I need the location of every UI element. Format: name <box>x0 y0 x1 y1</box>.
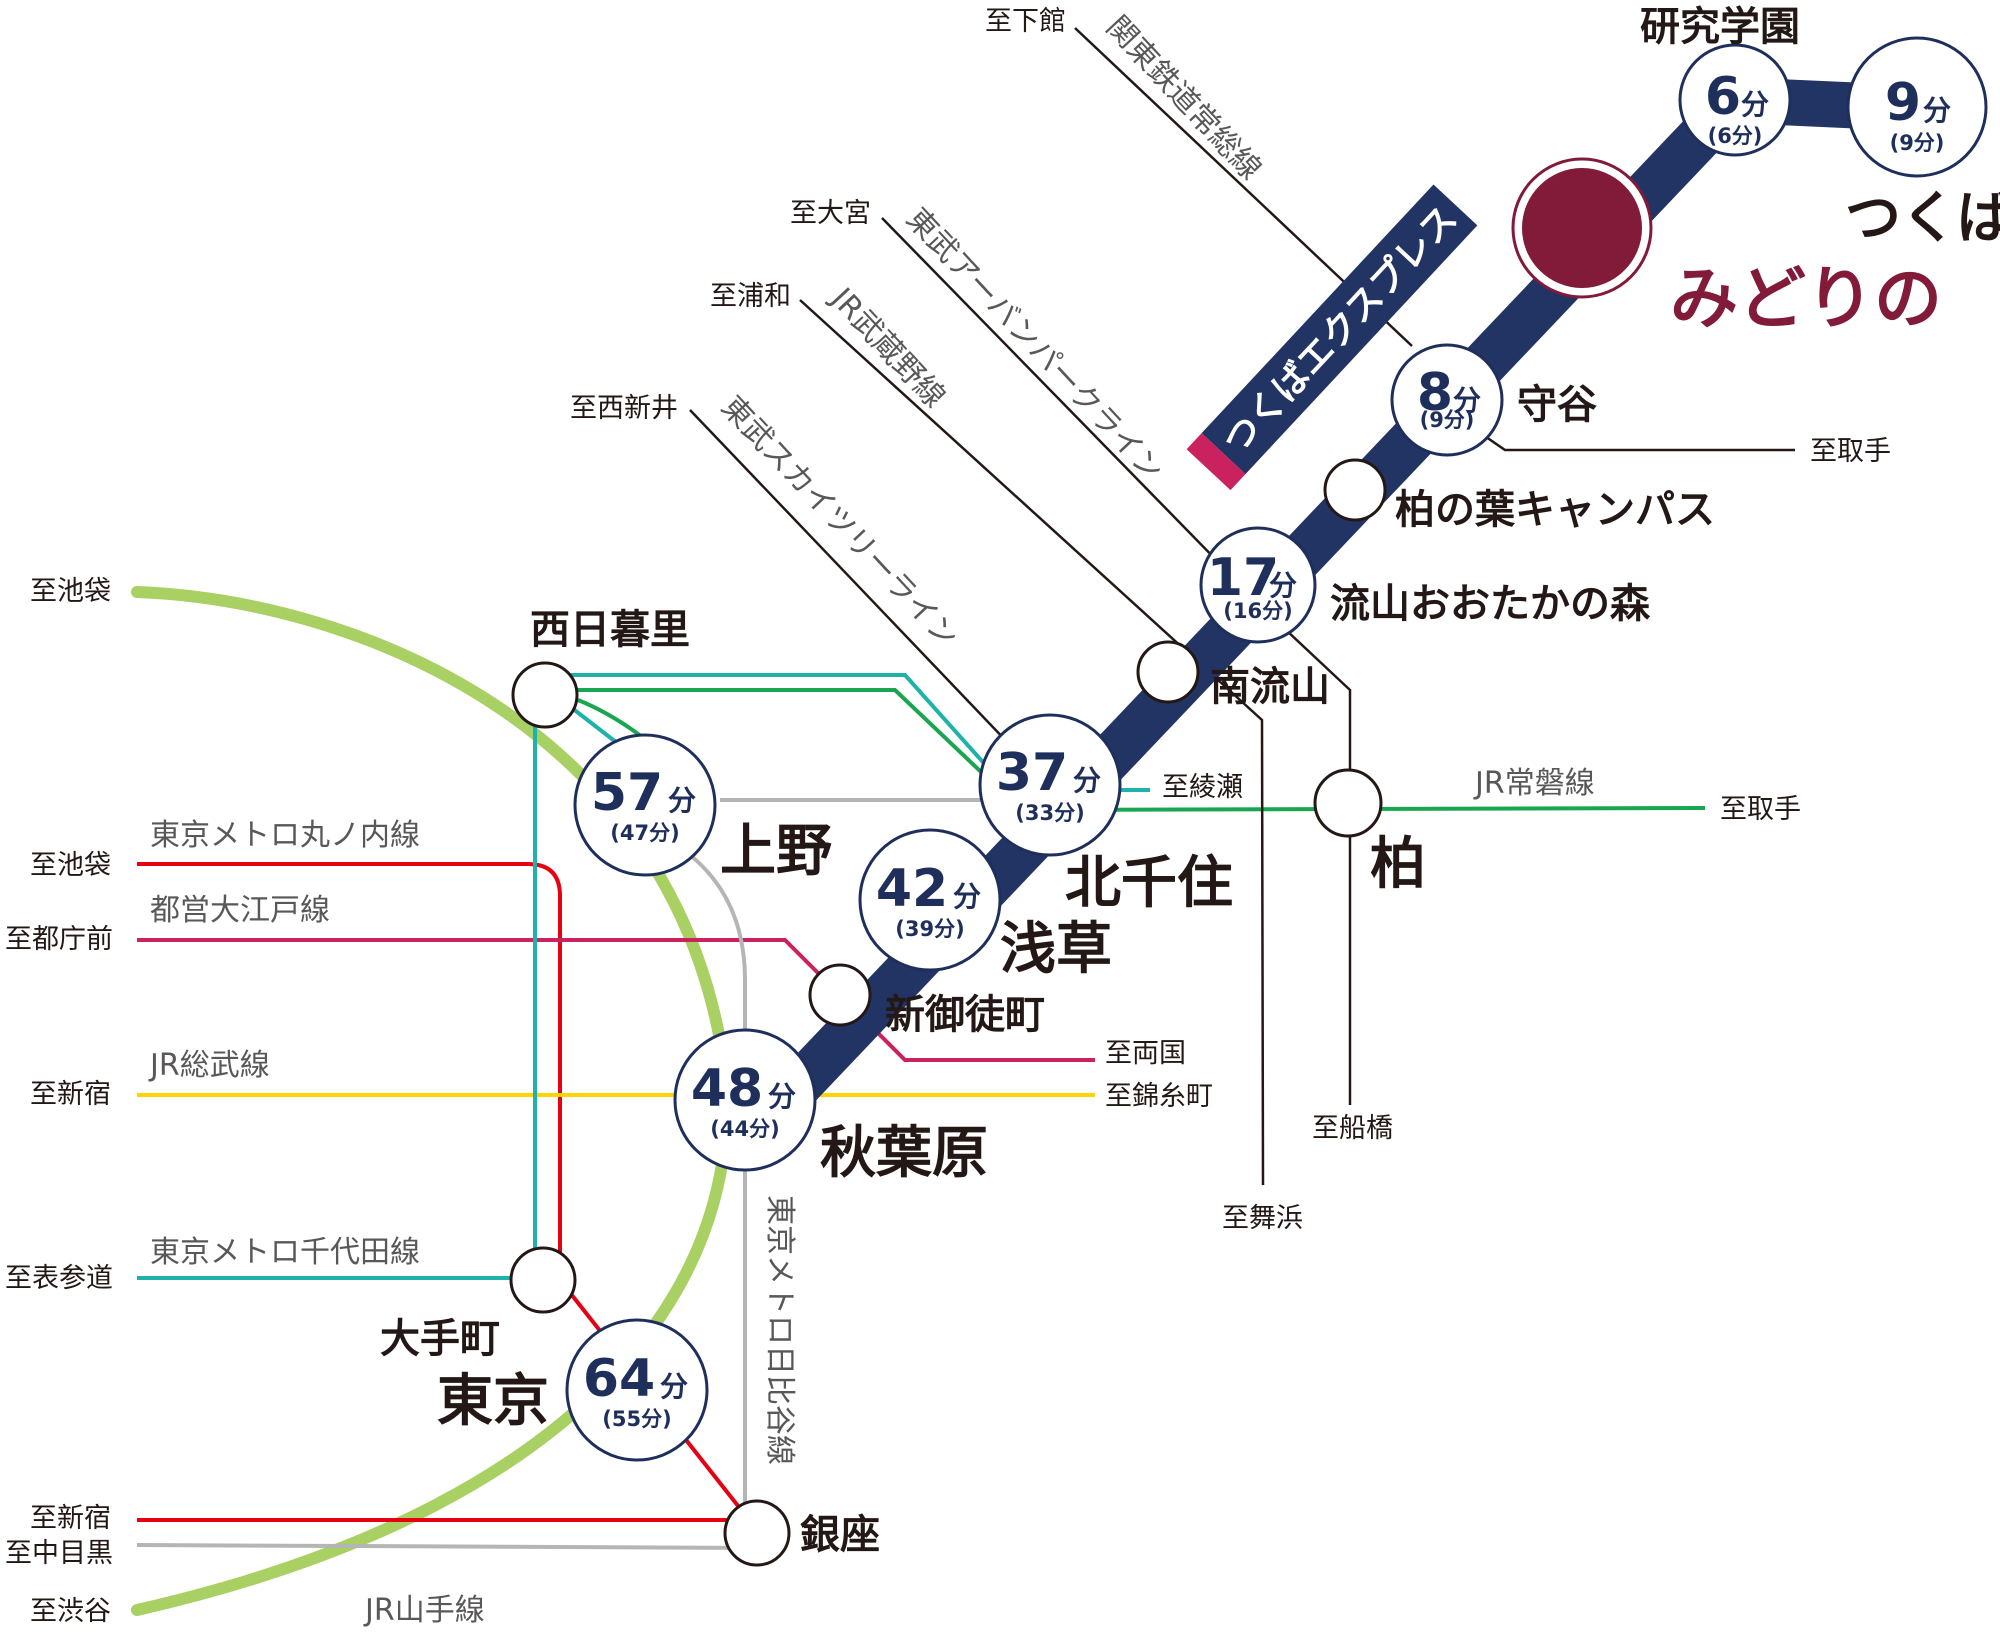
line-name-tobu-skytree: 東武スカイツリーライン <box>714 390 965 655</box>
station-name-ueno: 上野 <box>720 819 832 884</box>
time-main: 48 <box>691 1059 763 1119</box>
time-unit: 分 <box>660 1370 688 1403</box>
station-minami-nagareyama[interactable] <box>1136 640 1200 704</box>
station-name-nagareyama-otakanomori: 流山おおたかの森 <box>1330 581 1651 627</box>
time-sub: (39分) <box>895 917 964 941</box>
time-station-akihabara[interactable]: 48 分 (44分) <box>673 1028 817 1172</box>
direction-labels: 至下館 至大宮 至浦和 至西新井 至取手 至取手 至綾瀬 至船橋 至舞浜 至両国… <box>5 6 1891 1627</box>
marunouchi-line[interactable] <box>137 862 759 1532</box>
time-unit: 分 <box>1741 88 1769 121</box>
time-main: 8 <box>1417 363 1453 423</box>
time-main: 17 <box>1207 548 1279 608</box>
time-sub: (47分) <box>610 821 679 845</box>
midorino-station[interactable]: みどりの <box>1511 157 1942 339</box>
time-sub: (9分) <box>1420 408 1475 432</box>
time-sub: (44分) <box>710 1117 779 1141</box>
time-main: 6 <box>1705 67 1741 127</box>
station-otemachi[interactable] <box>509 1246 577 1314</box>
time-main: 37 <box>996 743 1068 803</box>
time-station-kenkyugakuen[interactable]: 6 分 (6分) <box>1678 43 1792 157</box>
line-name-jr-joban: JR常磐線 <box>1473 766 1595 801</box>
direction-ikebukuro-2: 至池袋 <box>30 850 111 881</box>
station-name-otemachi: 大手町 <box>380 1316 500 1362</box>
time-main: 57 <box>591 763 663 823</box>
time-main: 42 <box>876 859 948 919</box>
station-nishinippori[interactable] <box>511 661 579 729</box>
line-name-chiyoda: 東京メトロ千代田線 <box>150 1235 420 1270</box>
time-main: 64 <box>583 1349 655 1409</box>
time-station-tokyo[interactable]: 64 分 (55分) <box>565 1318 709 1462</box>
direction-ikebukuro-1: 至池袋 <box>30 576 111 607</box>
station-name-ginza: 銀座 <box>800 1512 880 1558</box>
direction-ryogoku: 至両国 <box>1105 1038 1186 1069</box>
direction-omotesando: 至表参道 <box>5 1263 113 1294</box>
time-station-asakusa[interactable]: 42 分 (39分) <box>858 828 1002 972</box>
station-name-nishinippori: 西日暮里 <box>530 607 690 653</box>
station-name-tsukuba: つくば <box>1845 186 2000 251</box>
time-station-moriya[interactable]: 8 分 (9分) <box>1390 343 1504 457</box>
direction-toride-1: 至取手 <box>1810 436 1891 467</box>
line-name-tobu-urban-park: 東武アーバンパークライン <box>899 202 1170 489</box>
time-unit: 分 <box>953 880 981 913</box>
direction-omiya: 至大宮 <box>790 198 871 229</box>
time-sub: (6分) <box>1708 124 1763 148</box>
line-paths <box>131 27 1795 1616</box>
direction-kinshicho: 至錦糸町 <box>1105 1081 1213 1112</box>
time-station-nagareyama[interactable]: 17 分 (16分) <box>1199 526 1317 644</box>
line-name-jr-sobu: JR総武線 <box>148 1048 270 1083</box>
tobu-skytree-line[interactable] <box>689 409 1011 746</box>
direction-funabashi: 至船橋 <box>1312 1113 1393 1144</box>
station-name-kitasenju: 北千住 <box>1065 851 1233 916</box>
station-name-moriya: 守谷 <box>1517 382 1597 428</box>
line-name-yamanote: JR山手線 <box>363 1593 485 1628</box>
line-name-oedo: 都営大江戸線 <box>150 893 330 928</box>
time-unit: 分 <box>668 784 696 817</box>
time-station-tsukuba[interactable]: 9 分 (9分) <box>1846 36 1988 178</box>
station-shinokachimachi[interactable] <box>808 963 872 1027</box>
station-name-kenkyugakuen: 研究学園 <box>1640 4 1800 50</box>
time-sub: (16分) <box>1223 599 1292 623</box>
time-unit: 分 <box>1269 569 1297 602</box>
station-name-akihabara: 秋葉原 <box>820 1121 988 1186</box>
direction-urawa: 至浦和 <box>710 281 791 312</box>
station-ginza[interactable] <box>723 1499 791 1567</box>
direction-maihama: 至舞浜 <box>1222 1203 1303 1234</box>
time-unit: 分 <box>1453 384 1481 417</box>
station-name-kashiwanoha: 柏の葉キャンパス <box>1395 487 1715 533</box>
line-name-kanto-tetsudo: 関東鉄道常総線 <box>1099 10 1268 187</box>
station-kashiwa[interactable] <box>1313 768 1383 838</box>
station-kashiwanoha[interactable] <box>1323 458 1387 522</box>
station-labels: 研究学園 つくば 守谷 柏の葉キャンパス 流山おおたかの森 南流山 北千住 柏 … <box>380 4 2000 1558</box>
direction-shinjuku-2: 至新宿 <box>30 1503 111 1534</box>
station-name-tokyo: 東京 <box>437 1369 549 1434</box>
station-name-minami-nagareyama: 南流山 <box>1210 664 1330 710</box>
jr-musashino-line[interactable] <box>799 299 1265 1186</box>
direction-shimodate: 至下館 <box>985 6 1066 37</box>
line-name-marunouchi: 東京メトロ丸ノ内線 <box>150 818 420 853</box>
tobu-urban-park-line[interactable] <box>881 217 1352 1105</box>
time-sub: (9分) <box>1890 131 1945 155</box>
station-name-kashiwa: 柏 <box>1370 832 1426 897</box>
direction-ayase: 至綾瀬 <box>1162 772 1243 803</box>
direction-tochomae: 至都庁前 <box>5 924 113 955</box>
station-name-asakusa: 浅草 <box>1000 917 1112 982</box>
time-sub: (33分) <box>1015 801 1084 825</box>
direction-nakameguro: 至中目黒 <box>5 1538 113 1569</box>
time-unit: 分 <box>1073 764 1101 797</box>
direction-toride-2: 至取手 <box>1720 794 1801 825</box>
time-station-ueno[interactable]: 57 分 (47分) <box>573 733 717 877</box>
time-sub: (55分) <box>602 1407 671 1431</box>
time-unit: 分 <box>1923 94 1951 127</box>
station-name-shinokachimachi: 新御徒町 <box>885 992 1045 1038</box>
time-station-kitasenju[interactable]: 37 分 (33分) <box>978 713 1122 857</box>
line-name-jr-musashino: JR武蔵野線 <box>823 280 952 415</box>
line-name-hibiya: 東京メトロ日比谷線 <box>762 1195 797 1465</box>
station-name-midorino: みどりの <box>1670 260 1942 339</box>
time-main: 9 <box>1885 73 1921 133</box>
direction-nishiarai: 至西新井 <box>570 393 678 424</box>
direction-shinjuku-1: 至新宿 <box>30 1079 111 1110</box>
direction-shibuya: 至渋谷 <box>30 1596 111 1627</box>
time-unit: 分 <box>768 1080 796 1113</box>
